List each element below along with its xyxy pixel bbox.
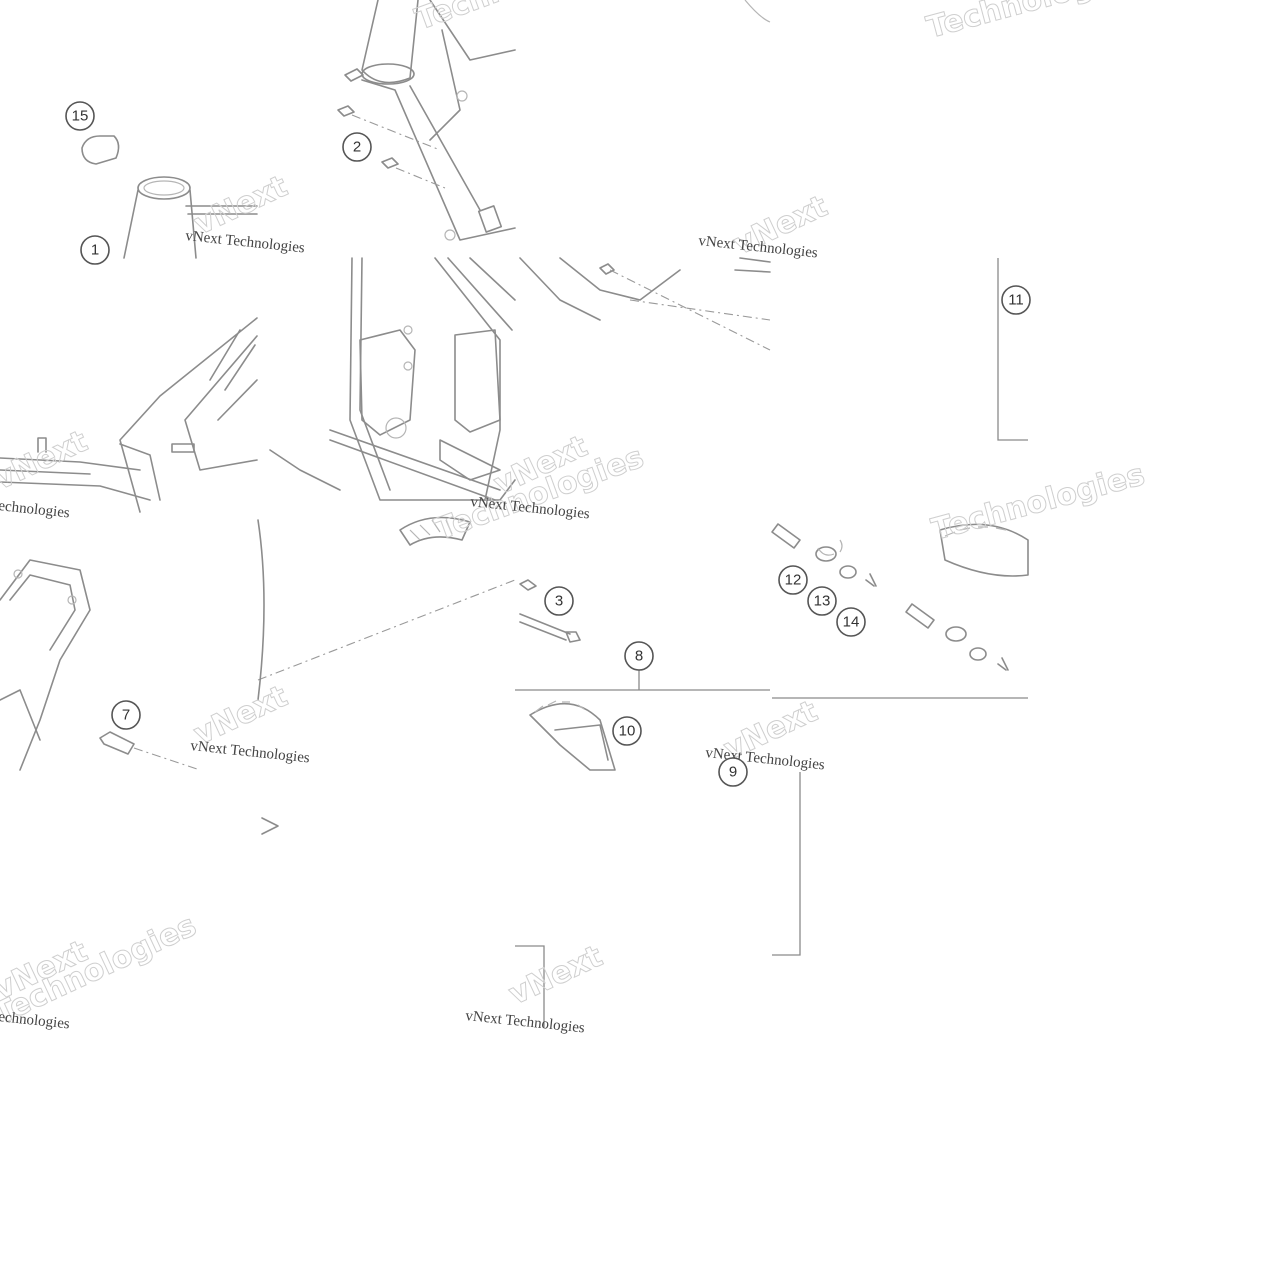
callout-1: 1: [80, 235, 110, 265]
callout-9: 9: [718, 757, 748, 787]
lower-brackets: [261, 772, 801, 1028]
callout-11: 11: [1001, 285, 1031, 315]
svg-text:14: 14: [843, 614, 860, 631]
watermark-text: vNext Technologies: [0, 493, 71, 521]
watermark-text: vNext Technologies: [190, 738, 311, 766]
bracket-11: [997, 258, 1028, 441]
svg-text:7: 7: [122, 707, 130, 724]
callout-15: 15: [65, 101, 95, 131]
svg-text:2: 2: [353, 139, 361, 156]
svg-text:15: 15: [72, 108, 89, 125]
watermark-big: Technologies: [928, 457, 1148, 547]
callout-13: 13: [807, 586, 837, 616]
callout-3: 3: [544, 586, 574, 616]
svg-text:13: 13: [814, 593, 831, 610]
svg-text:10: 10: [619, 723, 636, 740]
watermark-big: vNext: [0, 424, 93, 497]
svg-text:8: 8: [635, 648, 643, 665]
watermark-big: vNext: [504, 939, 608, 1012]
callout-8: 8: [624, 641, 654, 671]
bolt-and-footrest: [515, 579, 770, 771]
callout-2: 2: [342, 132, 372, 162]
rear-subframe: [519, 257, 771, 351]
watermark-big: Technologies: [411, 0, 629, 38]
watermark-text: vNext Technologies: [185, 228, 306, 256]
watermark-text: vNext Technologies: [465, 1008, 586, 1036]
steering-head-part: [81, 135, 258, 259]
upper-frame-tube: [337, 0, 516, 241]
svg-text:12: 12: [785, 572, 802, 589]
svg-text:3: 3: [555, 593, 563, 610]
frame-side-left: [0, 317, 258, 513]
callout-14: 14: [836, 607, 866, 637]
callout-12: 12: [778, 565, 808, 595]
svg-text:9: 9: [729, 764, 737, 781]
footrest-spring-parts: [771, 523, 1029, 699]
chain-guide: [257, 516, 516, 701]
main-frame-center: [269, 257, 516, 501]
svg-text:11: 11: [1008, 292, 1024, 309]
svg-text:1: 1: [91, 242, 99, 259]
callout-7: 7: [111, 700, 141, 730]
watermark-big: Technologies: [923, 0, 1143, 46]
callout-10: 10: [612, 716, 642, 746]
lower-frame-plate: [0, 559, 201, 771]
watermarks: Technologies Technologies Technologies T…: [0, 0, 1149, 1037]
upper-right-fragment: [744, 0, 771, 23]
